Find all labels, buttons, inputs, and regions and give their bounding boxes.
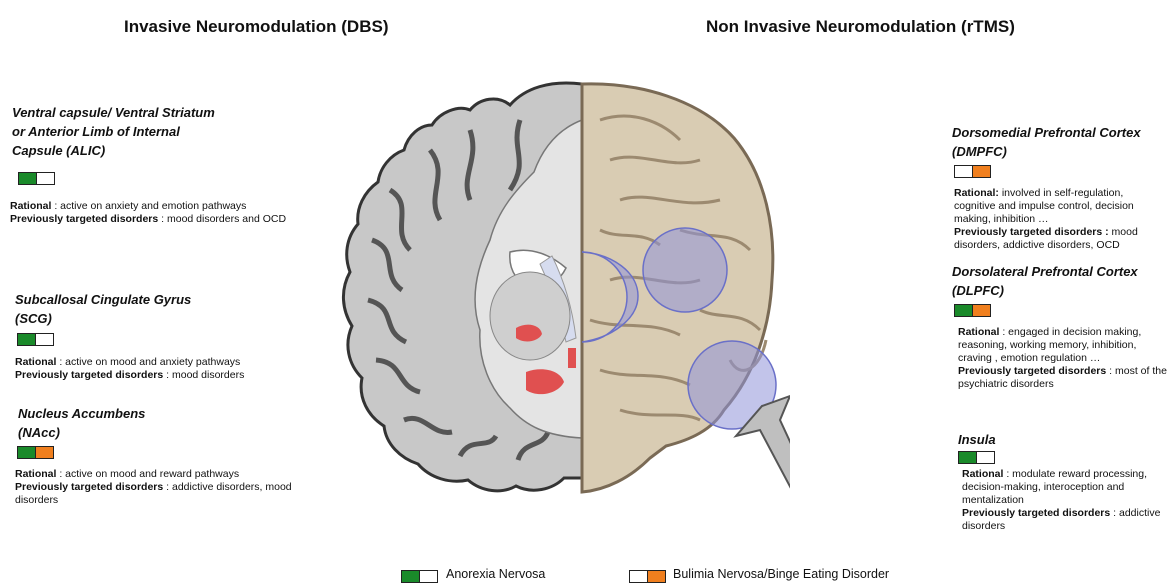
target-title: Ventral capsule/ Ventral Striatum or Ant… <box>12 103 272 160</box>
striatum <box>490 272 570 360</box>
legend-green-swatch <box>402 571 419 582</box>
rational-label: Rational <box>15 356 56 368</box>
indication-swatch <box>18 172 55 185</box>
anorexia-swatch <box>959 452 976 463</box>
previous-label: Previously targeted disorders <box>10 213 158 225</box>
anorexia-swatch <box>19 173 36 184</box>
rtms-heading: Non Invasive Neuromodulation (rTMS) <box>706 17 1015 37</box>
previous-line: Previously targeted disorders : most of … <box>958 365 1168 391</box>
bulimia-swatch-empty <box>36 173 54 184</box>
target-title: Nucleus Accumbens (NAcc) <box>18 404 278 442</box>
target-description: Rational: involved in self-regulation, c… <box>954 187 1166 252</box>
legend-label-bulimia: Bulimia Nervosa/Binge Eating Disorder <box>673 567 889 581</box>
target-description: Rational : modulate reward processing, d… <box>962 468 1162 533</box>
title-line: (NAcc) <box>18 423 278 442</box>
title-line: Nucleus Accumbens <box>18 404 278 423</box>
target-title: Subcallosal Cingulate Gyrus (SCG) <box>15 290 275 328</box>
title-line: (DLPFC) <box>952 281 1167 300</box>
title-line: Subcallosal Cingulate Gyrus <box>15 290 275 309</box>
bulimia-swatch-empty <box>35 334 53 345</box>
indication-swatch <box>17 333 54 346</box>
previous-label: Previously targeted disorders <box>15 481 163 493</box>
legend-swatch-bulimia <box>629 570 666 583</box>
rtms-target-dlpfc-circle <box>643 228 727 312</box>
title-line: (DMPFC) <box>952 142 1167 161</box>
rational-text: : active on mood and anxiety pathways <box>56 356 240 368</box>
target-title: Dorsomedial Prefrontal Cortex (DMPFC) <box>952 123 1167 161</box>
indication-swatch <box>17 446 54 459</box>
legend-label-anorexia: Anorexia Nervosa <box>446 567 545 581</box>
bulimia-swatch-empty <box>976 452 994 463</box>
legend-orange-swatch <box>647 571 665 582</box>
legend-empty-swatch <box>630 571 647 582</box>
previous-line: Previously targeted disorders : mood dis… <box>10 213 340 226</box>
rational-line: Rational : active on mood and anxiety pa… <box>15 356 335 369</box>
rational-label: Rational <box>962 468 1003 480</box>
title-line: or Anterior Limb of Internal <box>12 122 272 141</box>
target-title: Dorsolateral Prefrontal Cortex (DLPFC) <box>952 262 1167 300</box>
rational-label: Rational <box>10 200 51 212</box>
title-line: Insula <box>958 430 1163 449</box>
target-title: Insula <box>958 430 1163 449</box>
previous-line: Previously targeted disorders : mood dis… <box>15 369 335 382</box>
legend-swatch-anorexia <box>401 570 438 583</box>
rational-line: Rational : engaged in decision making, r… <box>958 326 1168 365</box>
previous-line: Previously targeted disorders : mood dis… <box>954 226 1166 252</box>
rational-line: Rational: involved in self-regulation, c… <box>954 187 1166 226</box>
previous-line: Previously targeted disorders : addictiv… <box>962 507 1162 533</box>
legend-empty-swatch <box>419 571 437 582</box>
anorexia-swatch <box>955 305 972 316</box>
title-line: (SCG) <box>15 309 275 328</box>
indication-swatch <box>958 451 995 464</box>
previous-text: : mood disorders and OCD <box>158 213 286 225</box>
anorexia-swatch-empty <box>955 166 972 177</box>
target-description: Rational : active on mood and reward pat… <box>15 468 305 507</box>
previous-label: Previously targeted disorders <box>962 507 1110 519</box>
anorexia-swatch <box>18 334 35 345</box>
anorexia-swatch <box>18 447 35 458</box>
brain-illustration <box>320 80 790 560</box>
rational-line: Rational : active on mood and reward pat… <box>15 468 305 481</box>
title-line: Ventral capsule/ Ventral Striatum <box>12 103 272 122</box>
previous-line: Previously targeted disorders : addictiv… <box>15 481 305 507</box>
rational-text: : active on mood and reward pathways <box>56 468 239 480</box>
coronal-brain-slice-icon <box>343 83 582 491</box>
title-line: Dorsolateral Prefrontal Cortex <box>952 262 1167 281</box>
previous-label: Previously targeted disorders <box>958 365 1106 377</box>
previous-label: Previously targeted disorders <box>15 369 163 381</box>
rational-label: Rational: <box>954 187 999 199</box>
title-line: Capsule (ALIC) <box>12 141 272 160</box>
previous-text: : mood disorders <box>163 369 244 381</box>
bulimia-swatch <box>972 166 990 177</box>
indication-swatch <box>954 304 991 317</box>
previous-label: Previously targeted disorders : <box>954 226 1109 238</box>
bulimia-swatch <box>35 447 53 458</box>
bulimia-swatch <box>972 305 990 316</box>
target-description: Rational : engaged in decision making, r… <box>958 326 1168 391</box>
rational-text: : active on anxiety and emotion pathways <box>51 200 246 212</box>
target-description: Rational : active on anxiety and emotion… <box>10 200 340 226</box>
dbs-target-scg-marker <box>568 348 576 368</box>
target-description: Rational : active on mood and anxiety pa… <box>15 356 335 382</box>
indication-swatch <box>954 165 991 178</box>
rational-line: Rational : modulate reward processing, d… <box>962 468 1162 507</box>
rational-label: Rational <box>958 326 999 338</box>
rational-label: Rational <box>15 468 56 480</box>
rational-line: Rational : active on anxiety and emotion… <box>10 200 340 213</box>
title-line: Dorsomedial Prefrontal Cortex <box>952 123 1167 142</box>
dbs-heading: Invasive Neuromodulation (DBS) <box>124 17 388 37</box>
